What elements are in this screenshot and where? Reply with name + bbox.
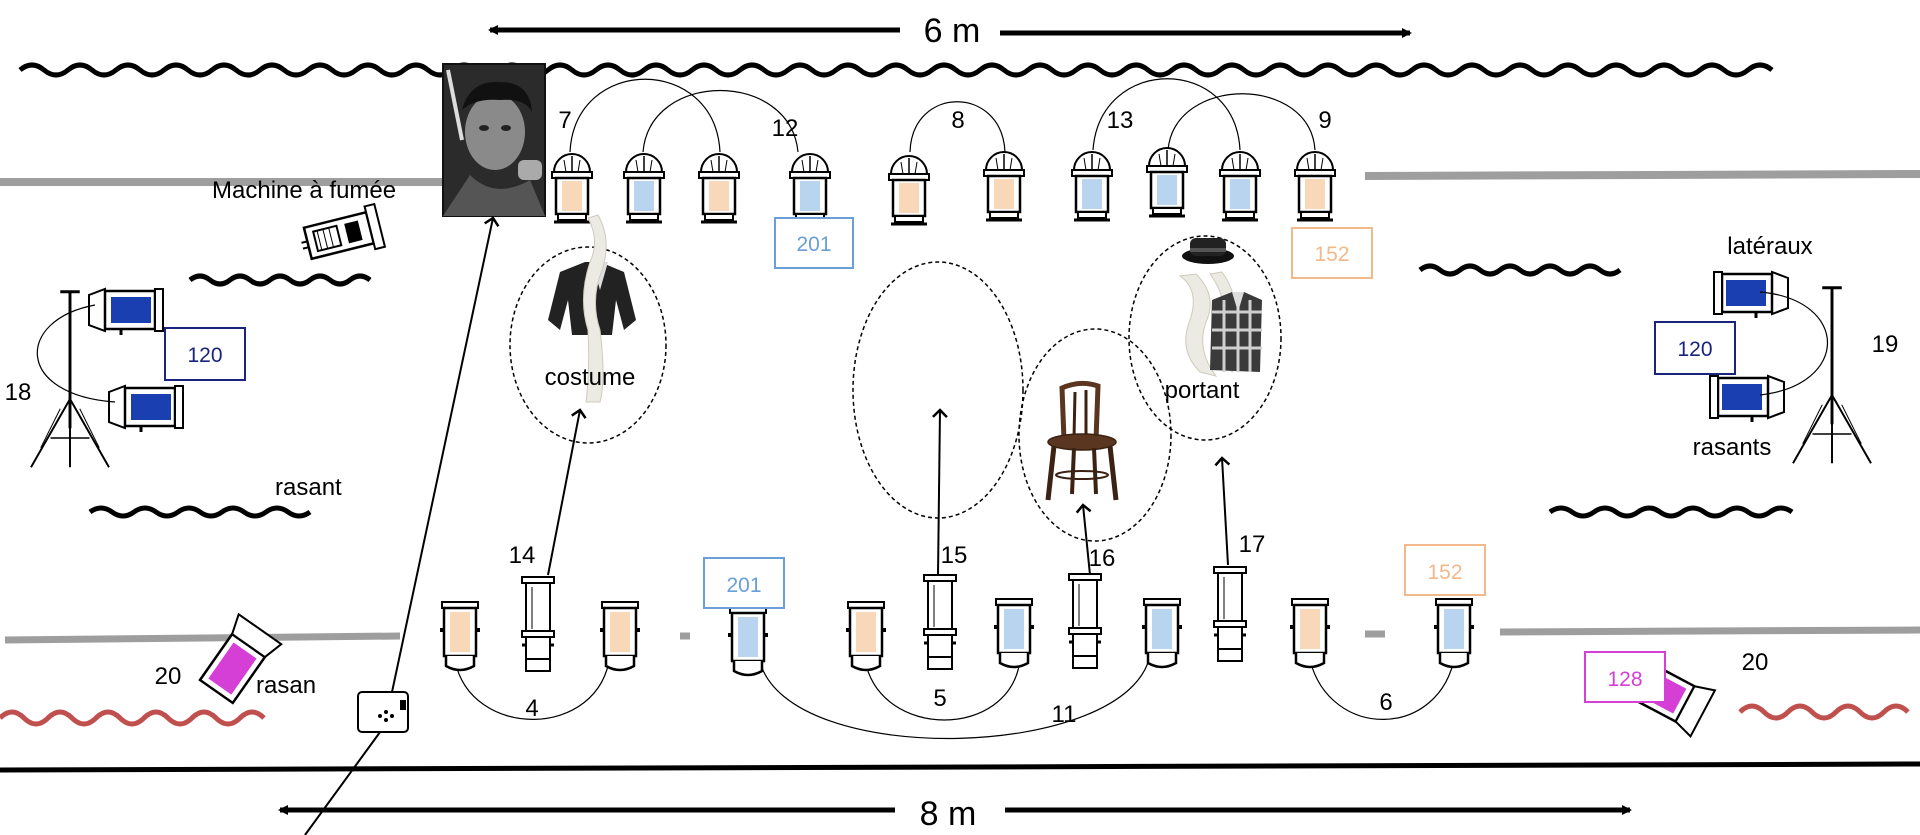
- pc-4b: [598, 600, 642, 672]
- scarf-icon: [582, 214, 607, 403]
- circuit-9: 9: [1318, 107, 1331, 134]
- gel-box-152-bottom: [1404, 544, 1486, 596]
- left-mid-curtain: [188, 273, 372, 287]
- pc-11b: [1140, 597, 1184, 669]
- fresnel-7c: [697, 152, 741, 224]
- smoke-arrow: [391, 216, 500, 693]
- projector-icon: [357, 691, 409, 733]
- portrait-photo-icon: [442, 63, 546, 217]
- pc-5a: [844, 600, 888, 672]
- fresnel-13a: [1070, 150, 1114, 222]
- plaid-coat-icon: [1210, 292, 1262, 372]
- lateraux-label: latéraux: [1727, 233, 1812, 260]
- right-mid-curtain: [1418, 263, 1622, 277]
- center-area: [852, 261, 1024, 519]
- profile-15: [922, 573, 958, 671]
- gel-201-top: 201: [796, 233, 831, 256]
- fresnel-12: [788, 152, 832, 224]
- gel-box-201-bottom: [703, 557, 785, 609]
- right-low-curtain: [1548, 505, 1794, 519]
- smoke-machine-icon: [301, 202, 387, 261]
- right-tripod-icon: [1791, 286, 1873, 465]
- top-row-lights: [550, 146, 1337, 226]
- circuit-20-left: 20: [155, 663, 182, 690]
- left-side-cable: [36, 304, 116, 403]
- stage-edge: [0, 761, 1920, 773]
- left-low-curtain: [88, 505, 312, 519]
- costume-label: costume: [545, 364, 636, 391]
- top-cables: [569, 78, 1316, 153]
- left-projector-upper: [87, 287, 165, 335]
- fresnel-8b: [982, 150, 1026, 222]
- circuit-6: 6: [1379, 689, 1392, 716]
- pc-5b: [992, 597, 1036, 669]
- fresnel-9a: [1218, 150, 1262, 222]
- rasan-label: rasan: [256, 672, 316, 699]
- gel-120-left: 120: [187, 344, 222, 367]
- circuit-5: 5: [933, 685, 946, 712]
- gel-box-128: [1584, 651, 1666, 703]
- pc-6a: [1288, 597, 1332, 669]
- portant-label: portant: [1165, 377, 1240, 404]
- gel-128: 128: [1607, 668, 1642, 691]
- dim-bottom-label: 8 m: [920, 795, 977, 833]
- pc-6b: [1432, 597, 1476, 669]
- profile-14: [520, 575, 556, 673]
- upper-bar-right: [1364, 170, 1920, 180]
- circuit-12: 12: [772, 115, 799, 142]
- circuit-8: 8: [951, 107, 964, 134]
- gel-box-152-top: [1291, 227, 1373, 279]
- right-projector-lower: [1708, 374, 1786, 422]
- rasant-20-left-projector: [198, 612, 283, 705]
- circuit-19: 19: [1872, 331, 1899, 358]
- lower-bar-right: [1499, 626, 1920, 636]
- lower-bar-left: [4, 632, 401, 644]
- top-curtain: [18, 62, 1774, 78]
- bottom-row-lights: [438, 565, 1476, 677]
- smoke-cable: [304, 727, 384, 835]
- gel-152-top: 152: [1314, 243, 1349, 266]
- fresnel-7a: [550, 152, 594, 224]
- pc-4a: [438, 600, 482, 672]
- rasant-left-label: rasant: [275, 474, 342, 501]
- front-curtain-right: [1738, 703, 1910, 721]
- rasants-label: rasants: [1693, 434, 1772, 461]
- dim-top-label: 6 m: [924, 12, 981, 50]
- front-curtain-left: [0, 709, 266, 727]
- chair-icon: [1045, 380, 1119, 501]
- circuit-11: 11: [1052, 701, 1077, 728]
- gel-120-right: 120: [1677, 338, 1712, 361]
- fresnel-13b: [1145, 146, 1189, 218]
- gel-box-201-top: [774, 217, 854, 269]
- gel-152-bottom: 152: [1427, 561, 1462, 584]
- profile-17: [1212, 565, 1248, 663]
- costume-area: [509, 246, 667, 444]
- circuit-16: 16: [1089, 545, 1116, 572]
- right-side-cable: [1759, 291, 1828, 396]
- fresnel-7b: [622, 152, 666, 224]
- circuit-7: 7: [558, 107, 571, 134]
- profile-16: [1067, 572, 1103, 670]
- fresnel-9b: [1293, 150, 1337, 222]
- bottom-cables: [454, 654, 1456, 739]
- fresnel-8a: [887, 154, 931, 226]
- gel-box-120-right: [1654, 321, 1736, 375]
- circuit-15: 15: [941, 542, 968, 569]
- circuit-4: 4: [525, 695, 538, 722]
- pc-11a: [726, 605, 770, 677]
- circuit-18: 18: [5, 379, 32, 406]
- circuit-17: 17: [1239, 531, 1266, 558]
- hat-icon: [1182, 238, 1234, 264]
- focus-arrows: [547, 408, 1231, 576]
- circuit-13: 13: [1107, 107, 1134, 134]
- circuit-20-right: 20: [1742, 649, 1769, 676]
- chair-area: [1018, 328, 1172, 542]
- gel-box-120-left: [164, 327, 246, 381]
- smoke-machine-label: Machine à fumée: [212, 177, 396, 204]
- circuit-14: 14: [509, 542, 536, 569]
- portant-area: [1128, 235, 1282, 441]
- left-projector-lower: [107, 384, 185, 432]
- gel-201-bottom: 201: [726, 574, 761, 597]
